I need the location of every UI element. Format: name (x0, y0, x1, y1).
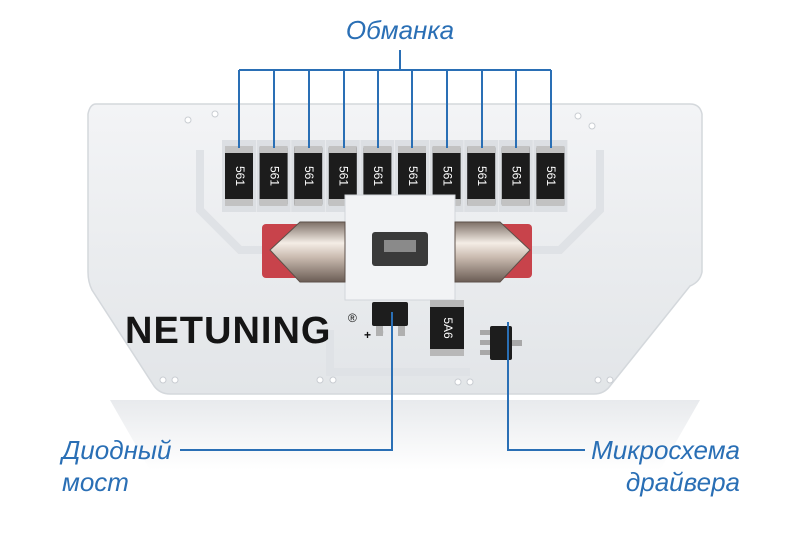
resistor-code: 561 (233, 166, 247, 186)
label-driver-ic-line2: драйвера (625, 467, 740, 497)
label-driver-ic-line1: Микросхема (591, 435, 740, 465)
pcb-trace (515, 150, 604, 254)
driver-ic-pin (512, 340, 522, 346)
driver-ic (490, 326, 512, 360)
label-diode-bridge-line1: Диодный (62, 435, 172, 465)
resistor: 561 (533, 140, 568, 212)
callout-lines-top (238, 50, 552, 148)
driver-ic-pin (480, 340, 490, 345)
driver-ic-pin (480, 330, 490, 335)
diode-bridge-pin (376, 326, 383, 336)
brand-registered-mark: ® (348, 311, 357, 325)
resistor-code: 561 (440, 166, 454, 186)
resistor: 561 (464, 140, 499, 212)
resistor: 561 (222, 140, 256, 212)
resistor-code: 561 (337, 166, 351, 186)
callout-line-driver-ic (507, 322, 585, 451)
board-reflection (110, 400, 700, 470)
resistor-code: 561 (302, 166, 316, 186)
resistor-code: 561 (371, 166, 385, 186)
resistor-code: 561 (510, 166, 524, 186)
driver-ic-pin (480, 350, 490, 355)
label-diode-bridge: Диодный мост (62, 434, 172, 498)
driver-resistor-code: 5A6 (441, 317, 455, 339)
diode-bridge-pin (398, 326, 405, 336)
driver-resistor-cap (430, 349, 464, 356)
label-diode-bridge-line2: мост (62, 467, 129, 497)
socket-contact (384, 240, 416, 252)
label-decoy: Обманка (0, 14, 800, 46)
callout-line-diode-bridge (180, 312, 393, 451)
driver-resistor-cap (430, 300, 464, 307)
brand-logo: NETUNING (125, 310, 331, 352)
resistor: 561 (256, 140, 291, 212)
resistor: 561 (498, 140, 533, 212)
polarity-mark: + (364, 328, 371, 342)
label-driver-ic: Микросхема драйвера (591, 434, 740, 498)
pcb-trace (326, 330, 470, 376)
festoon-cap-left (269, 221, 346, 283)
diode-bridge-chip (372, 302, 408, 326)
label-decoy-text: Обманка (345, 15, 455, 45)
resistor: 561 (291, 140, 326, 212)
resistor-code: 561 (406, 166, 420, 186)
driver-resistor (430, 300, 464, 356)
festoon-cap-right (454, 221, 531, 283)
resistor-code: 561 (544, 166, 558, 186)
resistor-code: 561 (267, 166, 281, 186)
resistor-code: 561 (475, 166, 489, 186)
